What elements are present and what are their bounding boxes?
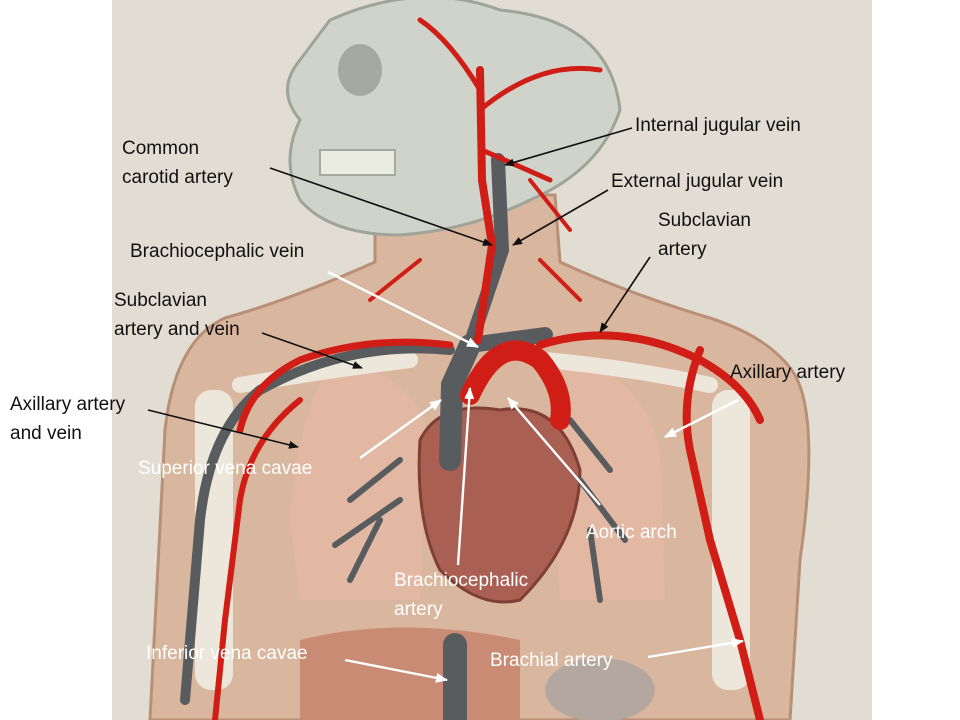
- leader-inferior-vena-cavae: [344, 658, 448, 683]
- stomach: [545, 658, 655, 720]
- right-lung: [550, 355, 665, 600]
- leader-aortic-arch: [507, 397, 601, 506]
- label-external-jugular-vein: External jugular vein: [611, 171, 784, 192]
- leader-lines: [147, 127, 744, 683]
- teeth: [319, 149, 396, 176]
- arteries: [212, 17, 764, 720]
- facial-artery-branches: [417, 17, 603, 183]
- leader-subclavian-av: [261, 332, 363, 369]
- label-brachial-artery: Brachial artery: [490, 650, 613, 671]
- label-subclavian-av-line2: artery and vein: [114, 319, 240, 340]
- leader-external-jugular: [512, 189, 609, 246]
- right-upper-arm-bone: [712, 390, 750, 690]
- label-axillary-artery-right: Axillary artery: [730, 362, 846, 383]
- label-common-carotid-line2: carotid artery: [122, 167, 233, 188]
- leader-superior-vena-cavae: [359, 399, 442, 459]
- pulmonary-branches-left: [332, 457, 403, 583]
- label-superior-vena-cavae: Superior vena cavae: [138, 458, 313, 479]
- leader-axillary-artery-right: [664, 398, 739, 439]
- left-lung: [290, 360, 425, 600]
- label-subclavian-artery-line2: artery: [658, 239, 707, 260]
- label-brachiocephalic-artery-line2: artery: [394, 599, 443, 620]
- eye-socket: [338, 44, 382, 96]
- label-common-carotid-line1: Common: [122, 138, 200, 159]
- leader-brachial-artery: [647, 637, 744, 659]
- label-aortic-arch: Aortic arch: [586, 522, 677, 543]
- label-brachiocephalic-artery-line1: Brachiocephalic: [394, 570, 529, 591]
- subclavian-artery-left: [236, 338, 454, 434]
- label-internal-jugular-vein: Internal jugular vein: [635, 115, 801, 136]
- label-subclavian-av-line1: Subclavian: [114, 290, 207, 311]
- label-axillary-av-line2: and vein: [10, 423, 82, 444]
- leader-subclavian-artery-right: [599, 256, 651, 333]
- label-brachiocephalic-vein: Brachiocephalic vein: [130, 241, 305, 262]
- label-subclavian-artery-line1: Subclavian: [658, 210, 751, 231]
- label-inferior-vena-cavae: Inferior vena cavae: [146, 643, 308, 664]
- leader-axillary-av: [147, 409, 299, 449]
- leader-brachiocephalic-vein: [327, 270, 479, 349]
- brachiocephalic-vein-shape: [462, 327, 553, 353]
- leader-brachiocephalic-artery: [456, 387, 475, 566]
- left-clavicle: [232, 352, 418, 393]
- subclavian-artery-right: [536, 331, 764, 424]
- superior-vena-cava: [439, 334, 481, 471]
- aortic-arch-shape: [460, 340, 571, 430]
- label-axillary-av-line1: Axillary artery: [10, 394, 126, 415]
- axillary-artery-left: [212, 397, 303, 720]
- leader-common-carotid: [269, 167, 493, 246]
- common-carotid-artery: [474, 66, 497, 344]
- neck-branches: [368, 178, 582, 302]
- leader-internal-jugular: [504, 127, 633, 167]
- axillary-artery-right: [682, 346, 764, 720]
